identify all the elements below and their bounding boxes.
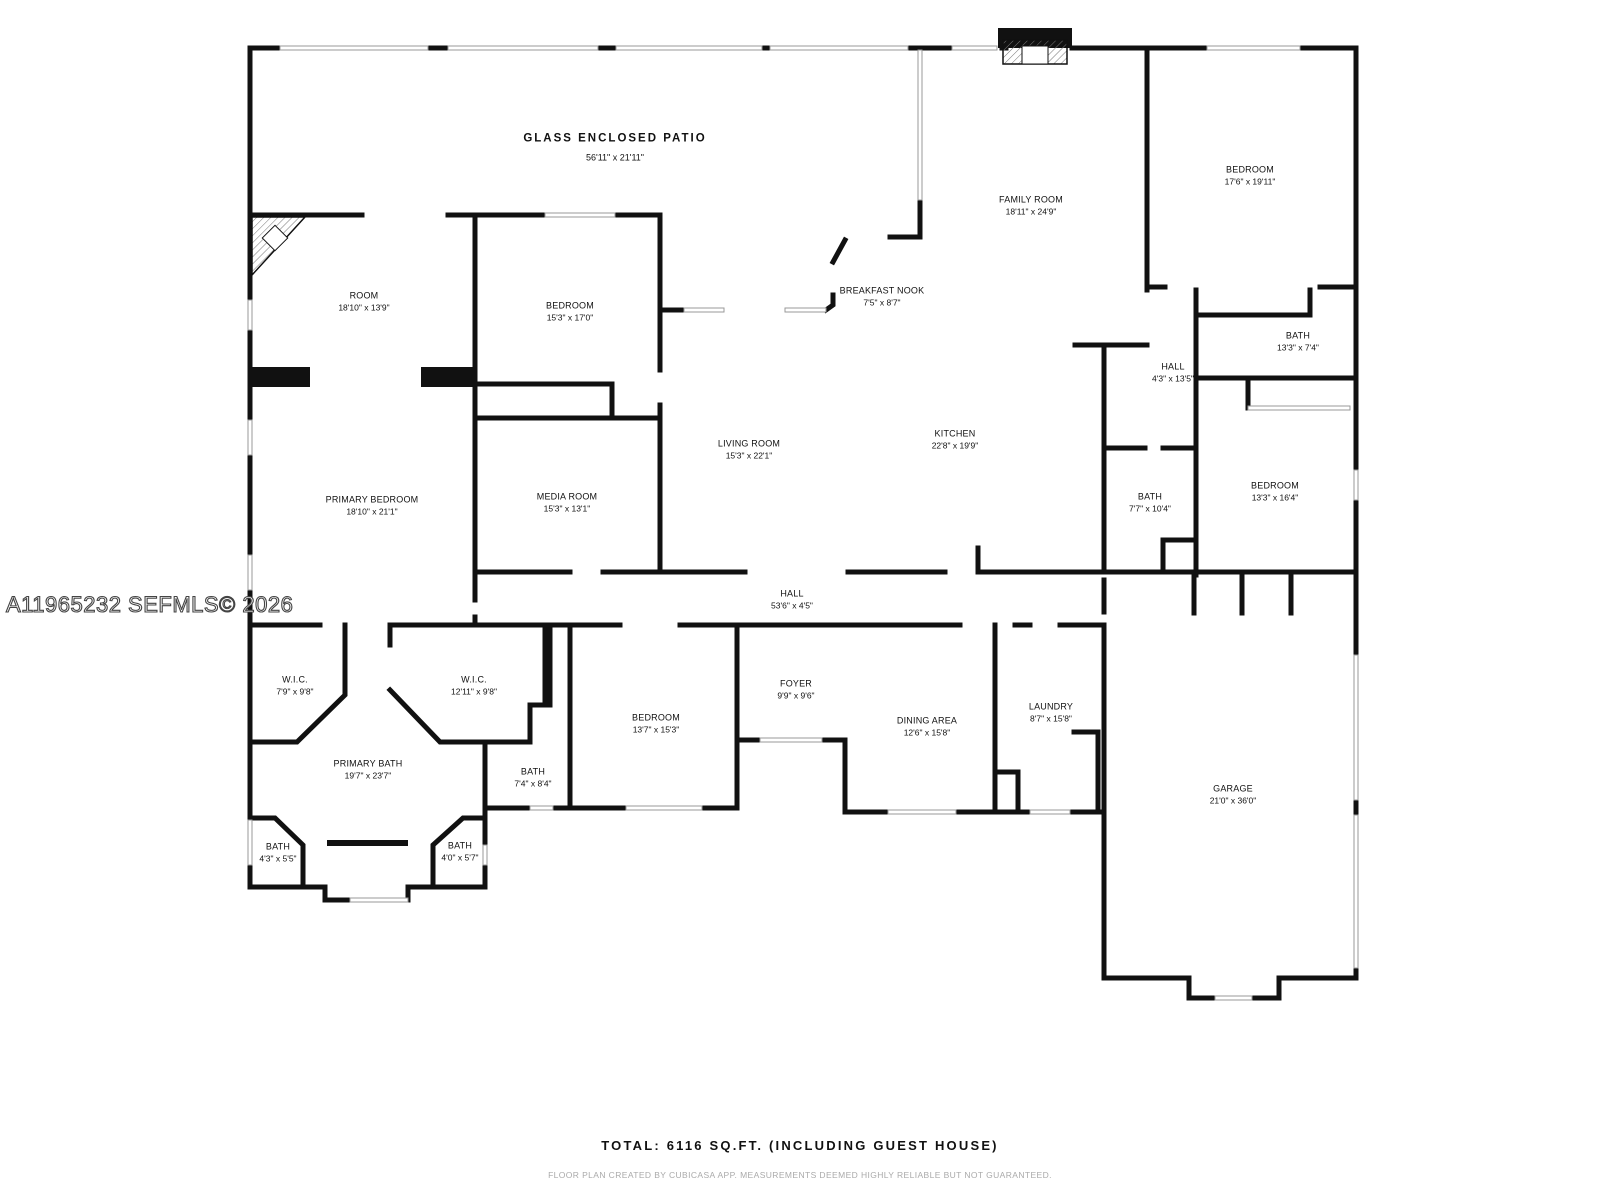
room-bedroom-e: BEDROOM 13'3" x 16'4" [1251,481,1299,504]
room-name: LAUNDRY [1028,701,1074,712]
room-living-room: LIVING ROOM 15'3" x 22'1" [718,439,780,462]
total-square-footage: TOTAL: 6116 SQ.FT. (INCLUDING GUEST HOUS… [601,1138,999,1153]
room-name: BATH [265,841,291,852]
room-bath-s: BATH 7'4" x 8'4" [514,767,551,790]
room-garage: GARAGE 21'0" x 36'0" [1210,784,1257,807]
room-dimensions: 19'7" x 23'7" [344,770,392,781]
room-dimensions: 4'3" x 5'5" [259,853,297,864]
room-wic-2: W.I.C. 12'11" x 9'8" [451,675,497,698]
room-name: BEDROOM [1226,164,1274,175]
room-dimensions: 18'10" x 21'1" [346,506,398,517]
room-name: BATH [447,840,473,851]
room-name: FAMILY ROOM [999,194,1063,205]
room-name: BATH [1285,330,1311,341]
room-dimensions: 15'3" x 22'1" [725,450,773,461]
room-name: BEDROOM [632,712,680,723]
room-bath-e: BATH 7'7" x 10'4" [1129,492,1171,515]
room-kitchen: KITCHEN 22'8" x 19'9" [932,429,979,452]
room-room: ROOM 18'10" x 13'9" [338,291,389,314]
room-dimensions: 8'7" x 15'8" [1030,713,1072,724]
room-bedroom-n: BEDROOM 15'3" x 17'0" [546,301,594,324]
room-dimensions: 13'3" x 7'4" [1277,342,1319,353]
room-family-room: FAMILY ROOM 18'11" x 24'9" [999,195,1063,218]
room-dimensions: 21'0" x 36'0" [1209,795,1257,806]
room-foyer: FOYER 9'9" x 9'6" [777,679,814,702]
room-dimensions: 12'6" x 15'8" [903,727,951,738]
room-dimensions: 9'9" x 9'6" [777,690,815,701]
room-bedroom-ne: BEDROOM 17'6" x 19'11" [1225,165,1276,188]
room-name: GLASS ENCLOSED PATIO [523,132,707,145]
room-dining-area: DINING AREA 12'6" x 15'8" [897,716,957,739]
room-name: PRIMARY BATH [333,758,403,769]
room-name: KITCHEN [934,428,976,439]
room-name: W.I.C. [282,674,308,685]
fireplaces [251,28,1072,277]
room-dimensions: 18'10" x 13'9" [338,302,390,313]
room-dimensions: 17'6" x 19'11" [1224,176,1276,187]
disclaimer-text: FLOOR PLAN CREATED BY CUBICASA APP. MEAS… [548,1170,1052,1180]
room-breakfast-nook: BREAKFAST NOOK 7'5" x 8'7" [840,286,925,309]
room-name: HALL [1161,361,1185,372]
room-dimensions: 53'6" x 4'5" [771,600,813,611]
room-glass-enclosed-patio: GLASS ENCLOSED PATIO 56'11" x 21'11" [523,132,706,165]
room-name: BEDROOM [546,300,594,311]
room-hall-main: HALL 53'6" x 4'5" [771,589,813,612]
room-dimensions: 7'5" x 8'7" [863,297,901,308]
room-media-room: MEDIA ROOM 15'3" x 13'1" [537,492,598,515]
room-name: BATH [1137,491,1163,502]
room-wic-1: W.I.C. 7'9" x 9'8" [276,675,313,698]
room-name: MEDIA ROOM [536,491,598,502]
room-dimensions: 13'3" x 16'4" [1251,492,1299,503]
room-name: BEDROOM [1251,480,1299,491]
room-dimensions: 15'3" x 17'0" [546,312,594,323]
room-bedroom-s: BEDROOM 13'7" x 15'3" [632,713,680,736]
room-bath-sw1: BATH 4'3" x 5'5" [259,842,296,865]
room-hall-e: HALL 4'3" x 13'5" [1152,362,1194,385]
room-name: ROOM [349,290,379,301]
room-name: LIVING ROOM [717,438,781,449]
walls [247,45,1359,1001]
room-dimensions: 7'9" x 9'8" [276,686,314,697]
room-name: HALL [780,588,804,599]
room-bath-ne: BATH 13'3" x 7'4" [1277,331,1319,354]
windows [247,45,1359,1001]
room-primary-bath: PRIMARY BATH 19'7" x 23'7" [334,759,403,782]
room-name: W.I.C. [461,674,487,685]
room-name: PRIMARY BEDROOM [325,494,419,505]
room-dimensions: 18'11" x 24'9" [1005,206,1057,217]
room-dimensions: 13'7" x 15'3" [632,724,680,735]
mls-watermark: A11965232 SEFMLS© 2026 [5,591,294,617]
room-dimensions: 22'8" x 19'9" [931,440,979,451]
room-dimensions: 7'4" x 8'4" [514,778,552,789]
room-dimensions: 4'0" x 5'7" [441,852,479,863]
room-bath-sw2: BATH 4'0" x 5'7" [441,841,478,864]
room-name: FOYER [779,678,813,689]
room-dimensions: 12'11" x 9'8" [451,686,497,697]
room-dimensions: 4'3" x 13'5" [1152,373,1194,384]
room-dimensions: 15'3" x 13'1" [543,503,591,514]
room-name: BATH [520,766,546,777]
room-name: GARAGE [1213,783,1253,794]
room-name: BREAKFAST NOOK [839,285,925,296]
room-primary-bedroom: PRIMARY BEDROOM 18'10" x 21'1" [326,495,419,518]
room-name: DINING AREA [896,715,958,726]
room-laundry: LAUNDRY 8'7" x 15'8" [1029,702,1073,725]
room-dimensions: 56'11" x 21'11" [585,152,645,163]
room-dimensions: 7'7" x 10'4" [1129,503,1171,514]
